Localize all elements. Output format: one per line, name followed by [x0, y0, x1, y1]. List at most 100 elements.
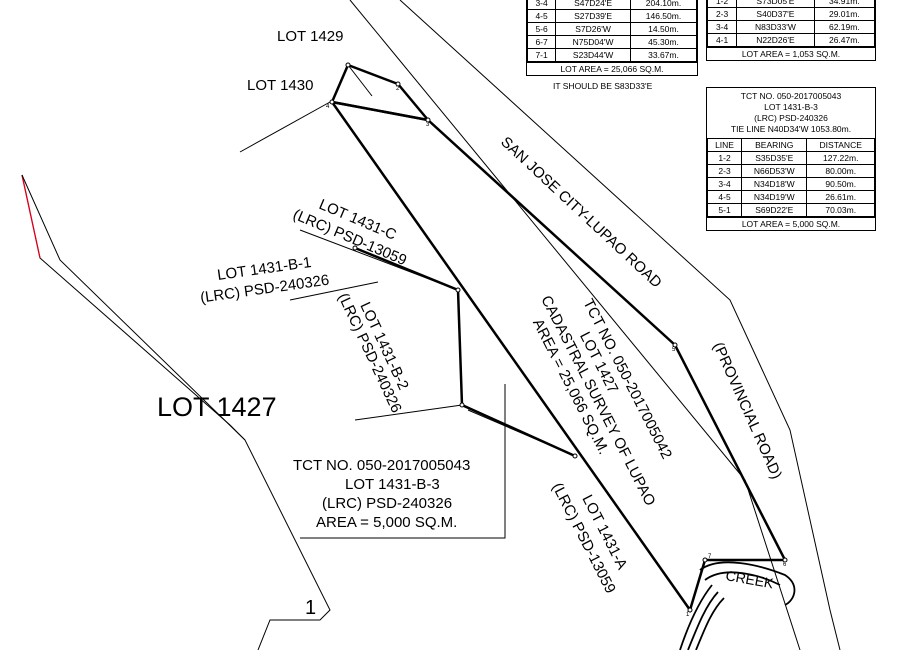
- bearing-cell: S69D22'E: [741, 203, 808, 217]
- line-cell: 4-1: [706, 33, 738, 47]
- bearing-cell: N75D04'W: [555, 35, 631, 49]
- creek-channel: [679, 561, 796, 650]
- bearing-cell: S35D35'E: [741, 151, 808, 165]
- distance-cell: 62.19m.: [813, 20, 876, 34]
- road-type-group: (PROVINCIAL ROAD): [709, 340, 785, 482]
- line-cell: 2-3: [706, 7, 738, 21]
- bearing-cell: S23D44'W: [555, 48, 631, 62]
- b3-table-caption-tct: TCT NO. 050-2017005043: [740, 91, 842, 101]
- road-name-group: SAN JOSE CITY-LUPAO ROAD: [497, 133, 665, 291]
- b3-table-caption-tie: TIE LINE N40D34'W 1053.80m.: [730, 124, 852, 134]
- line-cell: 2-3: [706, 164, 743, 178]
- distance-cell: 80.00m.: [806, 164, 875, 178]
- lot-1431b3-ref: (LRC) PSD-240326: [322, 495, 452, 512]
- bearing-cell: S40D37'E: [736, 7, 815, 21]
- lot-1431b3-area: AREA = 5,000 SQ.M.: [316, 514, 457, 531]
- lot-1427-label: LOT 1427: [157, 392, 277, 422]
- lot-1427-red-segment: [21, 174, 41, 259]
- lot-1427-area-row: LOT AREA = 25,066 SQ.M.: [527, 62, 697, 75]
- lot-1431b3-technical-table: TCT NO. 050-2017005043 LOT 1431-B-3 (LRC…: [706, 87, 876, 231]
- point-label-4: 4: [326, 104, 330, 110]
- distance-cell: 45.30m.: [629, 35, 698, 49]
- corner-points: [329, 62, 788, 613]
- main-lot-label-group: TCT NO. 050-2017005042 LOT 1427 CADASTRA…: [529, 293, 675, 509]
- point-label-5: 5: [672, 347, 676, 353]
- lot-1431b3-title: LOT 1431-B-3: [345, 476, 440, 493]
- bearing-cell: S73D05'E: [736, 0, 815, 8]
- distance-cell: 26.61m.: [806, 190, 875, 204]
- road-name-label: SAN JOSE CITY-LUPAO ROAD: [497, 133, 665, 291]
- distance-cell: 204.10m.: [629, 0, 698, 10]
- point-label-2: 2: [396, 86, 400, 92]
- table-header-row: LINE BEARING DISTANCE: [706, 138, 875, 152]
- distance-cell: 33.67m.: [629, 48, 698, 62]
- lot-1429-label: LOT 1429: [277, 28, 343, 45]
- column-header-bearing: BEARING: [741, 138, 808, 152]
- bearing-cell: S27D39'E: [555, 9, 631, 23]
- distance-cell: 70.03m.: [806, 203, 875, 217]
- bearing-cell: N34D18'W: [741, 177, 808, 191]
- distance-cell: 127.22m.: [806, 151, 875, 165]
- distance-cell: 14.50m.: [629, 22, 698, 36]
- column-header-distance: DISTANCE: [806, 138, 875, 152]
- lot-1431b3-callout-box: [300, 384, 506, 539]
- lot-1431b3-tct: TCT NO. 050-2017005043: [293, 457, 470, 474]
- road-type-label: (PROVINCIAL ROAD): [709, 340, 785, 482]
- distance-cell: 26.47m.: [813, 33, 876, 47]
- creek-label: CREEK: [724, 567, 775, 591]
- lot-1427-boundary-inner: [21, 174, 246, 441]
- line-cell: 3-4: [706, 177, 743, 191]
- line-cell: 1-2: [706, 151, 743, 165]
- bearing-cell: S7D26'W: [555, 22, 631, 36]
- lot-1431b1-labels: LOT 1431-B-1 (LRC) PSD-240326: [199, 254, 330, 307]
- line-cell: 4-5: [526, 9, 557, 23]
- bearing-cell: N22D26'E: [736, 33, 815, 47]
- lot-1429-line: [347, 64, 373, 97]
- line-cell: 7-1: [526, 48, 557, 62]
- road-edge-east: [399, 0, 841, 650]
- line-cell: 3-4: [706, 20, 738, 34]
- point-label-6: 6: [783, 562, 787, 568]
- bearing-cell: N34D19'W: [741, 190, 808, 204]
- bearing-cell: N66D53'W: [741, 164, 808, 178]
- point-label-3: 3: [426, 122, 430, 128]
- corner-number-label: 1: [305, 597, 316, 619]
- bearing-cell: N83D33'W: [736, 20, 815, 34]
- line-cell: 5-6: [526, 22, 557, 36]
- lot-1427-boundary: [21, 174, 331, 650]
- lot-1430-label: LOT 1430: [247, 77, 313, 94]
- bearing-correction-note: IT SHOULD BE S83D33'E: [553, 81, 653, 91]
- lot-1431b3-area-row: LOT AREA = 5,000 SQ.M.: [707, 217, 875, 230]
- line-cell: 3-4: [526, 0, 557, 10]
- lot-1431b1-line: [289, 281, 379, 301]
- line-cell: 6-7: [526, 35, 557, 49]
- distance-cell: 90.50m.: [806, 177, 875, 191]
- b3-table-caption-ref: (LRC) PSD-240326: [754, 113, 828, 123]
- point-label-7: 7: [708, 554, 712, 560]
- distance-cell: 34.91m.: [813, 0, 876, 8]
- point-label-1: 1: [686, 612, 690, 618]
- bearing-cell: S47D24'E: [555, 0, 631, 10]
- column-header-line: LINE: [706, 138, 743, 152]
- distance-cell: 146.50m.: [629, 9, 698, 23]
- line-cell: 5-1: [706, 203, 743, 217]
- b3-table-caption-lot: LOT 1431-B-3: [764, 102, 818, 112]
- lot-1431b3-boundary: [354, 246, 576, 458]
- line-cell: 4-5: [706, 190, 743, 204]
